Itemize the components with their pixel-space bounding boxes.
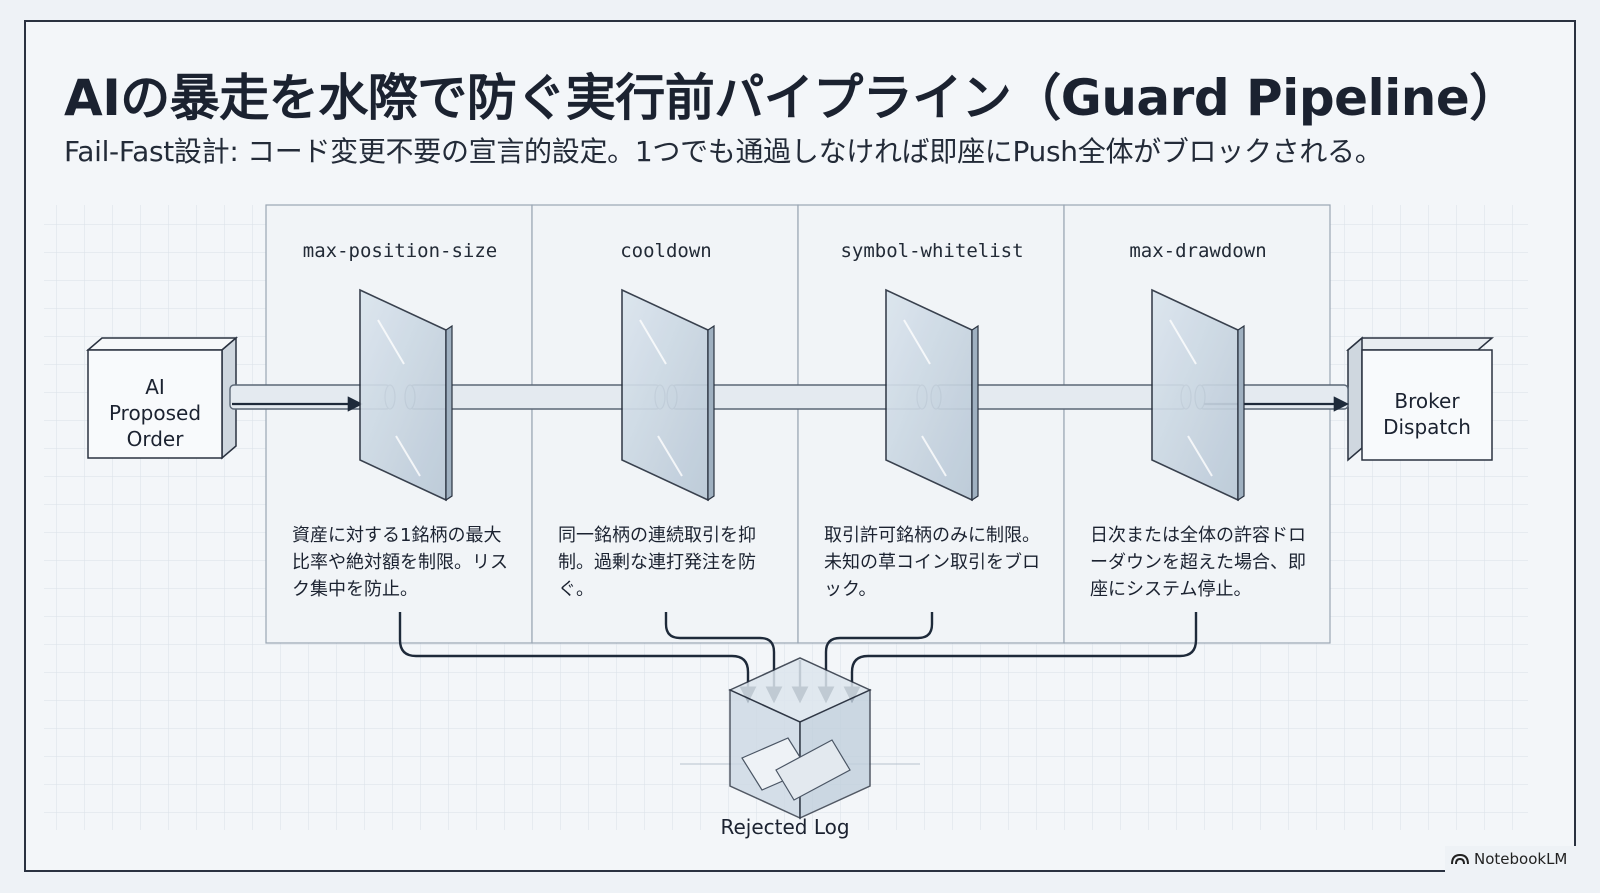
gate-desc-max-position-size: 資産に対する1銘柄の最大比率や絶対額を制限。リスク集中を防止。	[292, 525, 508, 600]
target-box	[1345, 336, 1495, 462]
reject-line-3	[817, 612, 934, 704]
reject-line-2	[664, 612, 783, 704]
glass-gate-3	[885, 288, 979, 502]
gate-label-max-drawdown: max-drawdown	[1129, 240, 1267, 262]
gate-desc-symbol-whitelist: 取引許可銘柄のみに制限。未知の草コイン取引をブロック。	[824, 525, 1040, 600]
source-box	[85, 336, 239, 460]
reject-line-1	[398, 612, 757, 704]
source-box-label: AI Proposed Order	[108, 375, 202, 451]
reject-line-4	[843, 612, 1198, 704]
watermark-text: NotebookLM	[1474, 850, 1568, 868]
gate-label-symbol-whitelist: symbol-whitelist	[840, 240, 1024, 262]
glass-gate-1	[359, 288, 453, 502]
pipe-segments	[229, 384, 1349, 410]
page-title: AIの暴走を水際で防ぐ実行前パイプライン（Guard Pipeline）	[64, 69, 1519, 127]
notebooklm-watermark: NotebookLM	[1445, 846, 1585, 872]
target-box-label: Broker Dispatch	[1383, 389, 1471, 439]
gate-desc-max-drawdown: 日次または全体の許容ドローダウンを超えた場合、即座にシステム停止。	[1090, 525, 1306, 600]
gate-desc-cooldown: 同一銘柄の連続取引を抑制。過剰な連打発注を防ぐ。	[558, 525, 756, 600]
gate-label-max-position-size: max-position-size	[302, 240, 498, 262]
glass-gate-2	[621, 288, 715, 502]
page-subtitle: Fail-Fast設計: コード変更不要の宣言的設定。1つでも通過しなければ即座…	[64, 135, 1383, 168]
glass-gate-4	[1151, 288, 1245, 502]
notebooklm-logo-icon	[1451, 853, 1469, 865]
rejected-card-2	[775, 739, 851, 801]
rejected-log-label: Rejected Log	[720, 815, 850, 839]
gate-label-cooldown: cooldown	[620, 240, 712, 262]
gate-columns	[265, 204, 1331, 644]
rejected-log-cube	[680, 657, 920, 820]
